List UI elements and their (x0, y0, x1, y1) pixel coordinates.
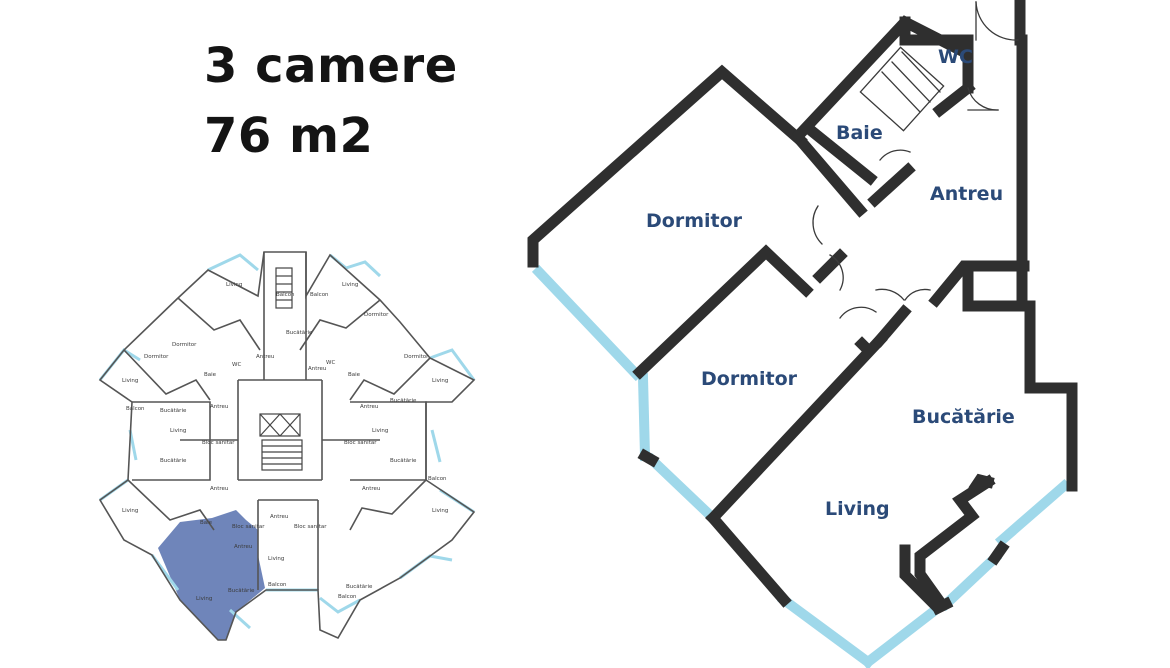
room-label-living: Living (825, 498, 890, 520)
room-label-dormitor-1: Dormitor (646, 210, 743, 232)
doors-and-fixtures (812, 1, 1019, 319)
apartment-rooms-title: 3 camere (204, 38, 458, 94)
apartment-area-title: 76 m2 (204, 108, 374, 164)
room-label-antreu: Antreu (930, 183, 1003, 205)
room-label-wc: WC (938, 46, 973, 68)
room-label-baie: Baie (836, 122, 883, 144)
room-label-bucatarie: Bucătărie (912, 406, 1015, 428)
room-label-dormitor-2: Dormitor (701, 368, 798, 390)
windows (531, 264, 1072, 668)
walls (527, 0, 1078, 616)
